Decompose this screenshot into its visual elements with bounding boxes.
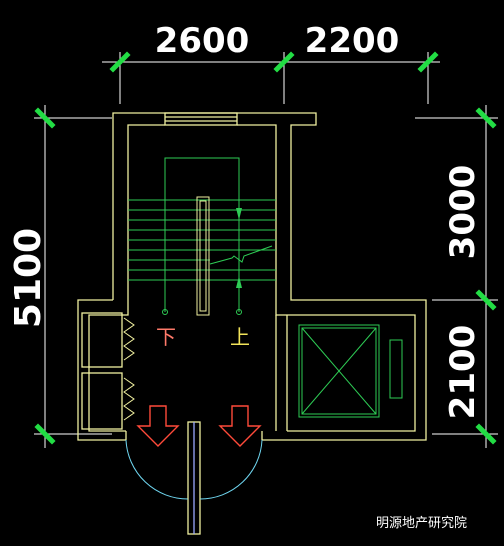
window-frame	[164, 112, 238, 126]
exit-arrows	[136, 405, 262, 447]
tick-mark	[34, 107, 56, 129]
tick-mark	[475, 107, 497, 129]
inner-wall-left	[127, 124, 165, 300]
doors	[125, 439, 263, 500]
tick-mark	[109, 51, 131, 73]
stair-break-line	[209, 245, 273, 265]
exit-arrow-icon	[136, 405, 180, 447]
stair-handrail-inner	[199, 200, 207, 312]
outer-wall-left	[77, 299, 126, 441]
dim-5100-label: 5100	[8, 228, 49, 328]
elevator	[298, 324, 403, 418]
elevator-counterweight	[389, 339, 403, 399]
walking-line-end	[236, 309, 242, 315]
tick-mark	[475, 423, 497, 445]
dim-2100-label: 2100	[443, 325, 483, 420]
shaft-markers	[123, 317, 135, 421]
walls	[77, 112, 427, 535]
dim-2200-label: 2200	[305, 21, 400, 61]
inner-wall-lower-left	[88, 300, 129, 432]
inner-wall-right	[237, 124, 416, 432]
vent-marker	[123, 317, 135, 361]
walking-line-start	[162, 309, 168, 315]
tick-mark	[475, 289, 497, 311]
shaft-box-upper	[81, 312, 123, 368]
walking-line	[164, 157, 240, 312]
vent-marker	[123, 377, 135, 421]
tick-mark	[273, 51, 295, 73]
dim-3000-label: 3000	[443, 165, 483, 260]
elevator-car-inner	[301, 327, 377, 415]
stair-treads	[128, 157, 276, 316]
tick-mark	[417, 51, 439, 73]
shaft-box-lower	[81, 372, 123, 430]
arrow-down-icon	[236, 208, 242, 220]
door-swing-left	[125, 439, 189, 500]
tick-mark	[34, 423, 56, 445]
credit-text: 明源地产研究院	[376, 516, 468, 531]
dimension-ticks	[34, 51, 497, 445]
elevator-car	[298, 324, 380, 418]
arrow-up-icon	[236, 276, 242, 288]
up-label: 上	[230, 325, 250, 349]
stair-handrail	[196, 196, 210, 316]
walking-arrows	[236, 208, 242, 288]
dim-2600-label: 2600	[155, 21, 250, 61]
down-label: 下	[156, 325, 176, 349]
elevator-cross-line	[301, 327, 377, 415]
exit-arrow-icon	[218, 405, 262, 447]
door-swing-right	[199, 439, 263, 500]
